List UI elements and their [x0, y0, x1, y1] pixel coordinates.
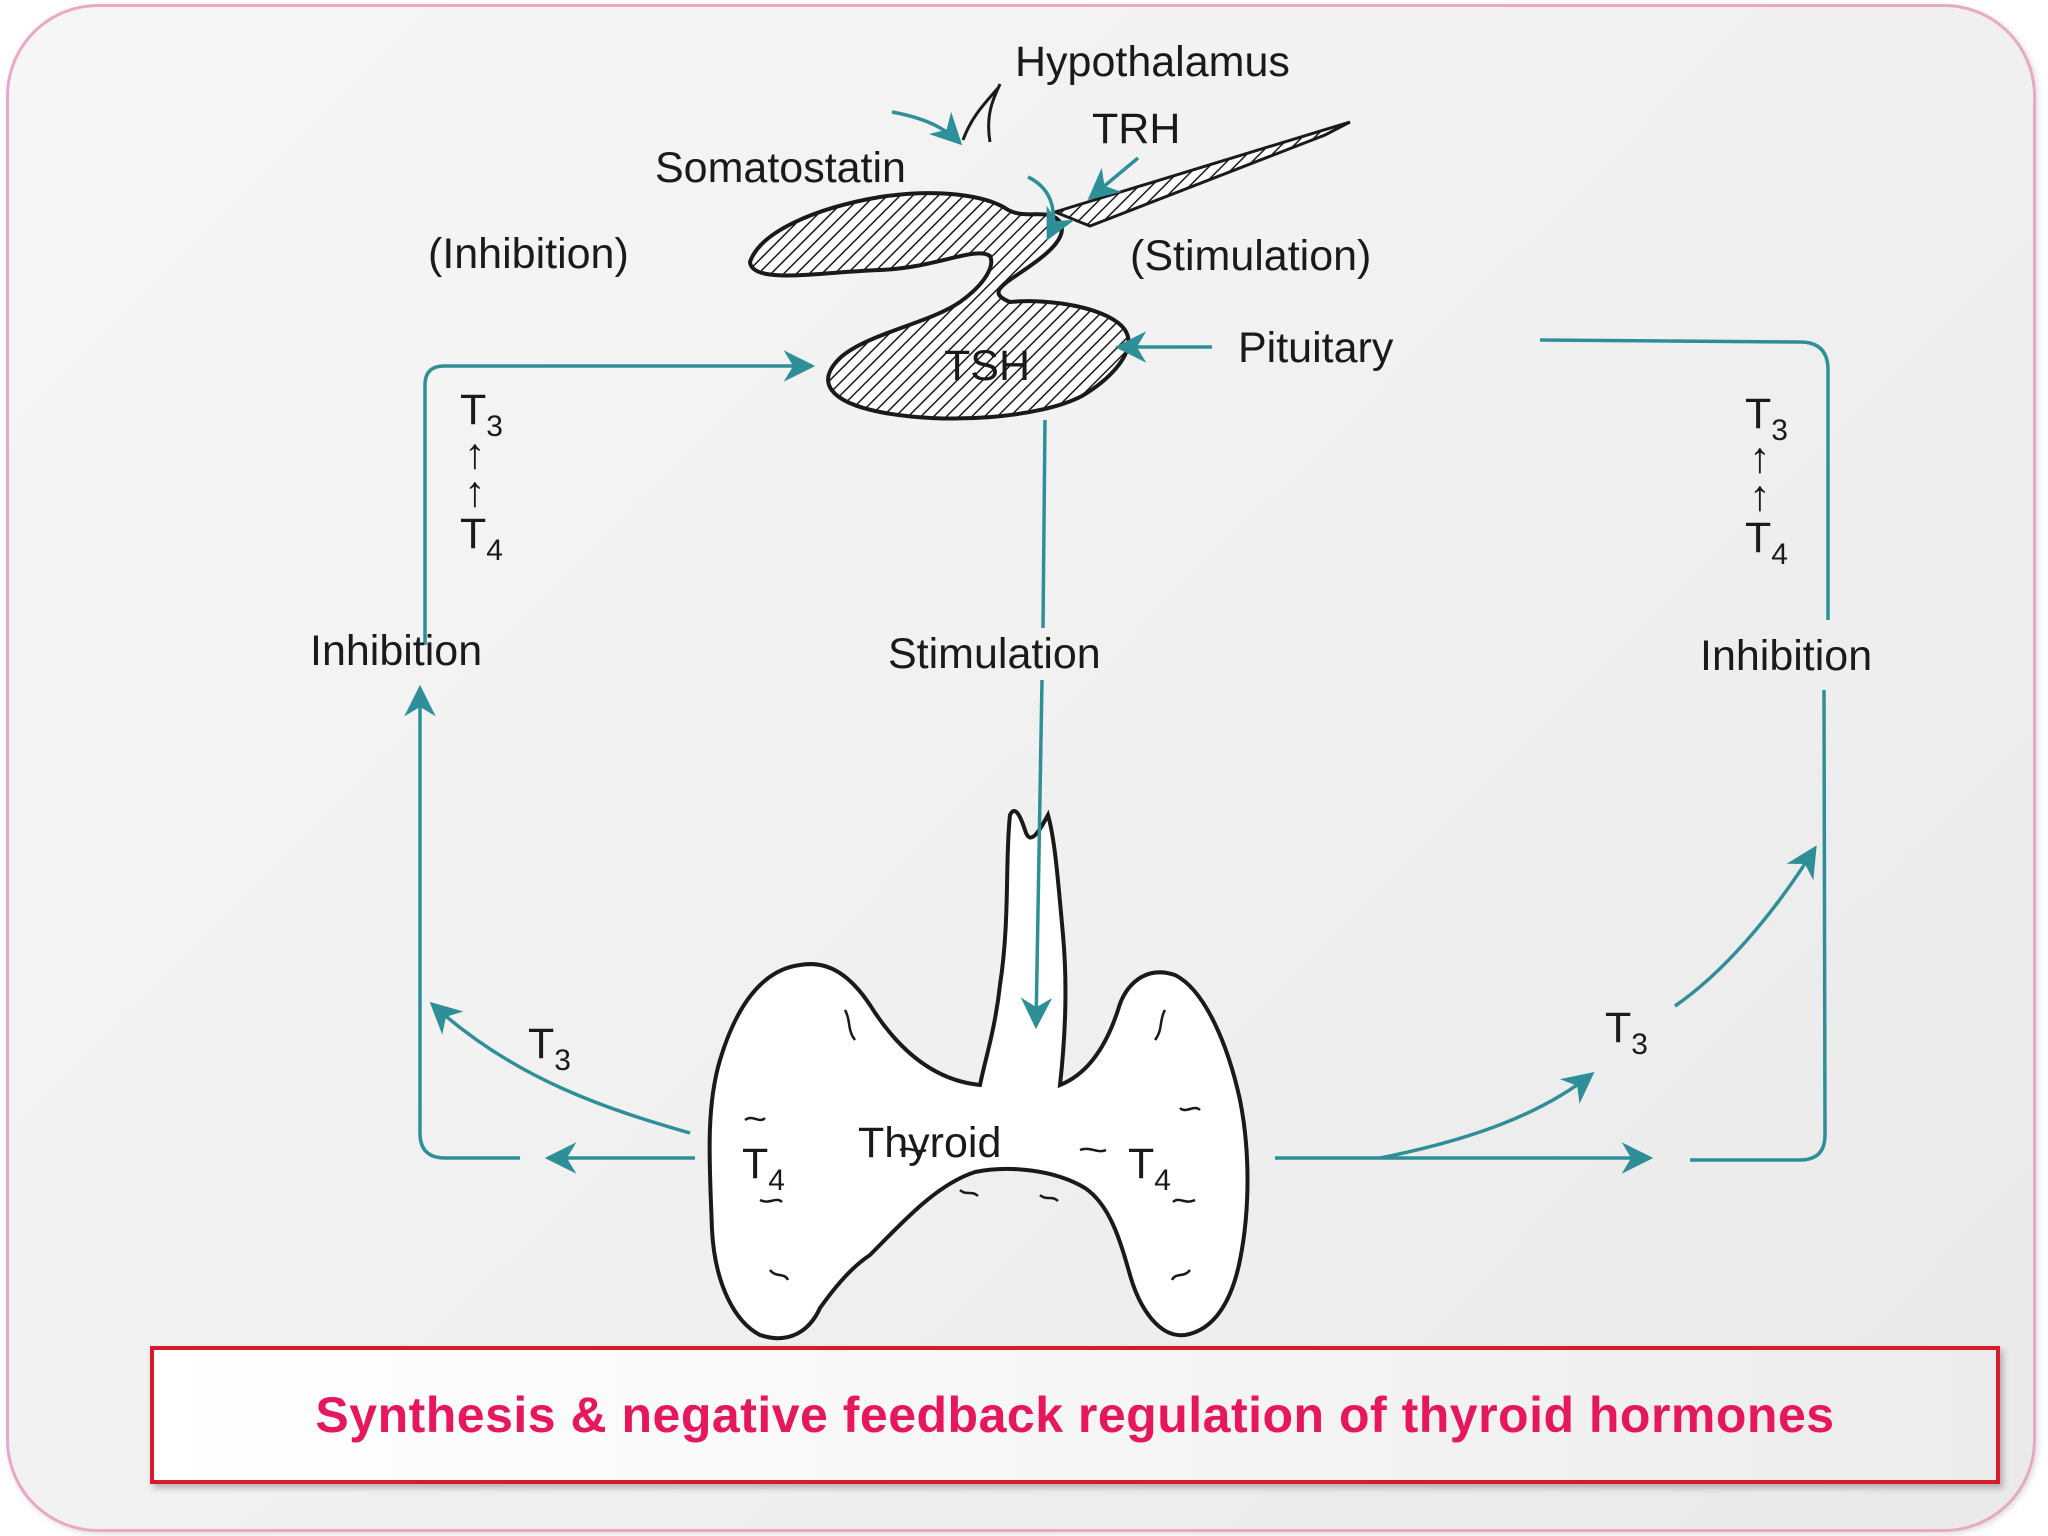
left-t3-t4-stack: T3 ↑ ↑ T4 [460, 386, 503, 567]
thyroid-texture [744, 1009, 1201, 1281]
caption-box: Synthesis & negative feedback regulation… [150, 1346, 2000, 1484]
thyroid-label: Thyroid [858, 1119, 1001, 1167]
inhibition-left-label: Inhibition [310, 627, 482, 675]
right-t3-label: T3 [1605, 1004, 1648, 1061]
left-stack-t4: T4 [460, 510, 503, 567]
right-stack-t4: T4 [1745, 514, 1788, 571]
right-loop-upper-line [1539, 338, 1830, 620]
inhibition-right-label: Inhibition [1700, 632, 1872, 680]
pituitary-body [747, 191, 1131, 421]
right-t3-rise-arrow [1674, 845, 1817, 1008]
trh-label: TRH [1092, 105, 1180, 153]
right-stack-t3: T3 [1745, 390, 1788, 447]
right-stack-arrow-2: ↑ [1749, 472, 1771, 520]
center-stimulation-arrow-lower [1020, 679, 1053, 1030]
stimulation-paren-label: (Stimulation) [1130, 232, 1371, 280]
right-stack-arrow-1: ↑ [1749, 434, 1771, 482]
left-loop-upper-arrow [423, 350, 816, 645]
hypothalamus-nerve-strands [961, 83, 1002, 143]
left-loop-lower-arrow [404, 684, 520, 1160]
left-t3-label: T3 [528, 1020, 571, 1077]
right-t3-t4-stack: T3 ↑ ↑ T4 [1745, 390, 1788, 571]
thyroid-body [707, 809, 1250, 1341]
left-t3-curve-arrow [429, 1001, 691, 1135]
tsh-label: TSH [944, 342, 1030, 390]
inhibition-paren-label: (Inhibition) [428, 230, 629, 278]
hypothalamic-stalk [1050, 120, 1351, 228]
somatostatin-label: Somatostatin [655, 144, 906, 192]
pituitary-label: Pituitary [1238, 324, 1394, 372]
center-stimulation-arrow-upper [1041, 419, 1047, 629]
feedback-arrows [404, 110, 1830, 1174]
right-t3-curve-arrow [1379, 1072, 1595, 1160]
left-t4-label: T4 [742, 1140, 785, 1197]
pituitary-gland-illustration [747, 83, 1351, 421]
hypothalamus-input-arrow [891, 110, 963, 146]
left-stack-arrow-1: ↑ [464, 430, 486, 478]
right-t4-label: T4 [1128, 1140, 1171, 1197]
left-stack-t3: T3 [460, 386, 503, 443]
thyroid-gland-illustration [707, 809, 1250, 1341]
trh-arrow [1087, 156, 1140, 201]
caption-text: Synthesis & negative feedback regulation… [315, 1387, 1835, 1443]
right-loop-lower-line [1690, 689, 1827, 1162]
somatostatin-arrow [1027, 175, 1075, 241]
stimulation-label: Stimulation [888, 630, 1101, 678]
left-stack-arrow-2: ↑ [464, 468, 486, 516]
hypothalamus-label: Hypothalamus [1015, 38, 1290, 86]
